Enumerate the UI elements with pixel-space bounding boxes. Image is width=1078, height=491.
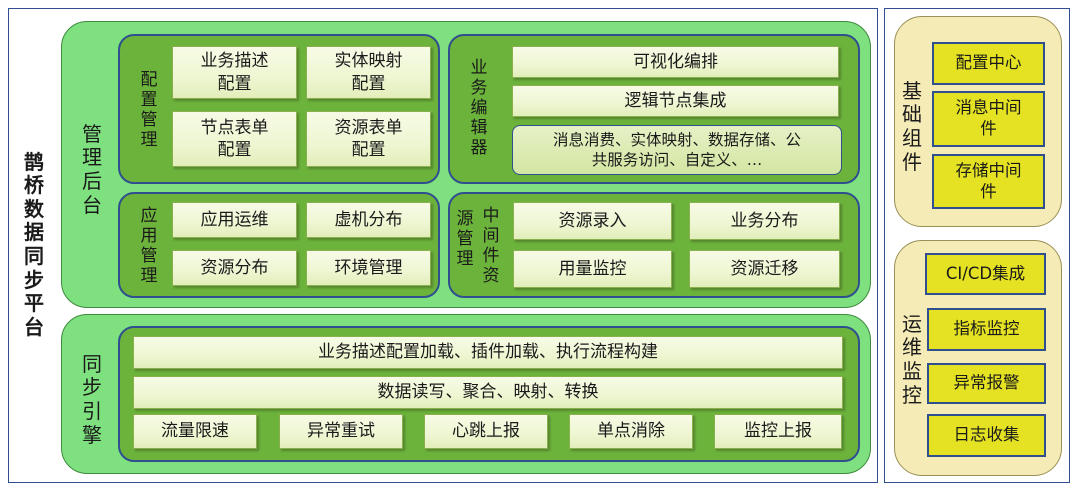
ops-monitoring-label: 运维监控: [902, 311, 922, 407]
ops-item-log-collect[interactable]: 日志收集: [927, 414, 1046, 457]
app-item-env-management[interactable]: 环境管理: [306, 250, 431, 286]
base-item-config-center[interactable]: 配置中心: [932, 42, 1045, 85]
app-item-vm-distribution[interactable]: 虚机分布: [306, 202, 431, 238]
ops-item-alert[interactable]: 异常报警: [927, 363, 1046, 404]
middleware-resource-label-left: 源管理: [456, 208, 474, 270]
app-item-resource-distribution[interactable]: 资源分布: [172, 250, 297, 286]
base-components-label: 基础组件: [902, 78, 922, 174]
engine-row-data-rw: 数据读写、聚合、映射、转换: [133, 376, 843, 409]
resource-item-usage-monitor[interactable]: 用量监控: [513, 250, 672, 288]
editor-capabilities: 消息消费、实体映射、数据存储、公 共服务访问、自定义、…: [512, 125, 842, 175]
engine-row-config-loading: 业务描述配置加载、插件加载、执行流程构建: [133, 336, 843, 369]
config-item-resource-form[interactable]: 资源表单 配置: [306, 111, 431, 167]
base-item-message-middleware[interactable]: 消息中间 件: [932, 91, 1045, 147]
engine-item-rate-limit[interactable]: 流量限速: [133, 414, 257, 449]
resource-item-migration[interactable]: 资源迁移: [689, 250, 840, 288]
ops-item-cicd[interactable]: CI/CD集成: [925, 253, 1046, 295]
platform-title: 鹊桥数据同步平台: [24, 149, 44, 339]
engine-item-heartbeat[interactable]: 心跳上报: [424, 414, 548, 449]
config-item-node-form[interactable]: 节点表单 配置: [172, 111, 297, 167]
engine-item-monitor-report[interactable]: 监控上报: [714, 414, 842, 449]
config-management-label: 配置管理: [140, 69, 158, 151]
business-editor-label: 业务编辑器: [470, 57, 488, 159]
engine-item-spof-removal[interactable]: 单点消除: [569, 414, 693, 449]
editor-item-visual-orchestration[interactable]: 可视化编排: [512, 46, 839, 78]
resource-item-business-distribution[interactable]: 业务分布: [689, 202, 840, 240]
management-label: 管理后台: [82, 121, 102, 217]
config-item-entity-mapping[interactable]: 实体映射 配置: [306, 46, 431, 99]
base-item-storage-middleware[interactable]: 存储中间 件: [932, 154, 1045, 209]
editor-item-logic-node[interactable]: 逻辑节点集成: [512, 85, 839, 117]
ops-item-metrics[interactable]: 指标监控: [927, 308, 1046, 351]
resource-item-entry[interactable]: 资源录入: [513, 202, 672, 240]
engine-item-retry[interactable]: 异常重试: [279, 414, 403, 449]
sync-engine-label: 同步引擎: [82, 351, 102, 447]
middleware-resource-label-right: 中间件资: [482, 205, 500, 287]
config-item-business-desc[interactable]: 业务描述 配置: [172, 46, 297, 99]
app-management-label: 应用管理: [140, 205, 158, 287]
app-item-ops[interactable]: 应用运维: [172, 202, 297, 238]
